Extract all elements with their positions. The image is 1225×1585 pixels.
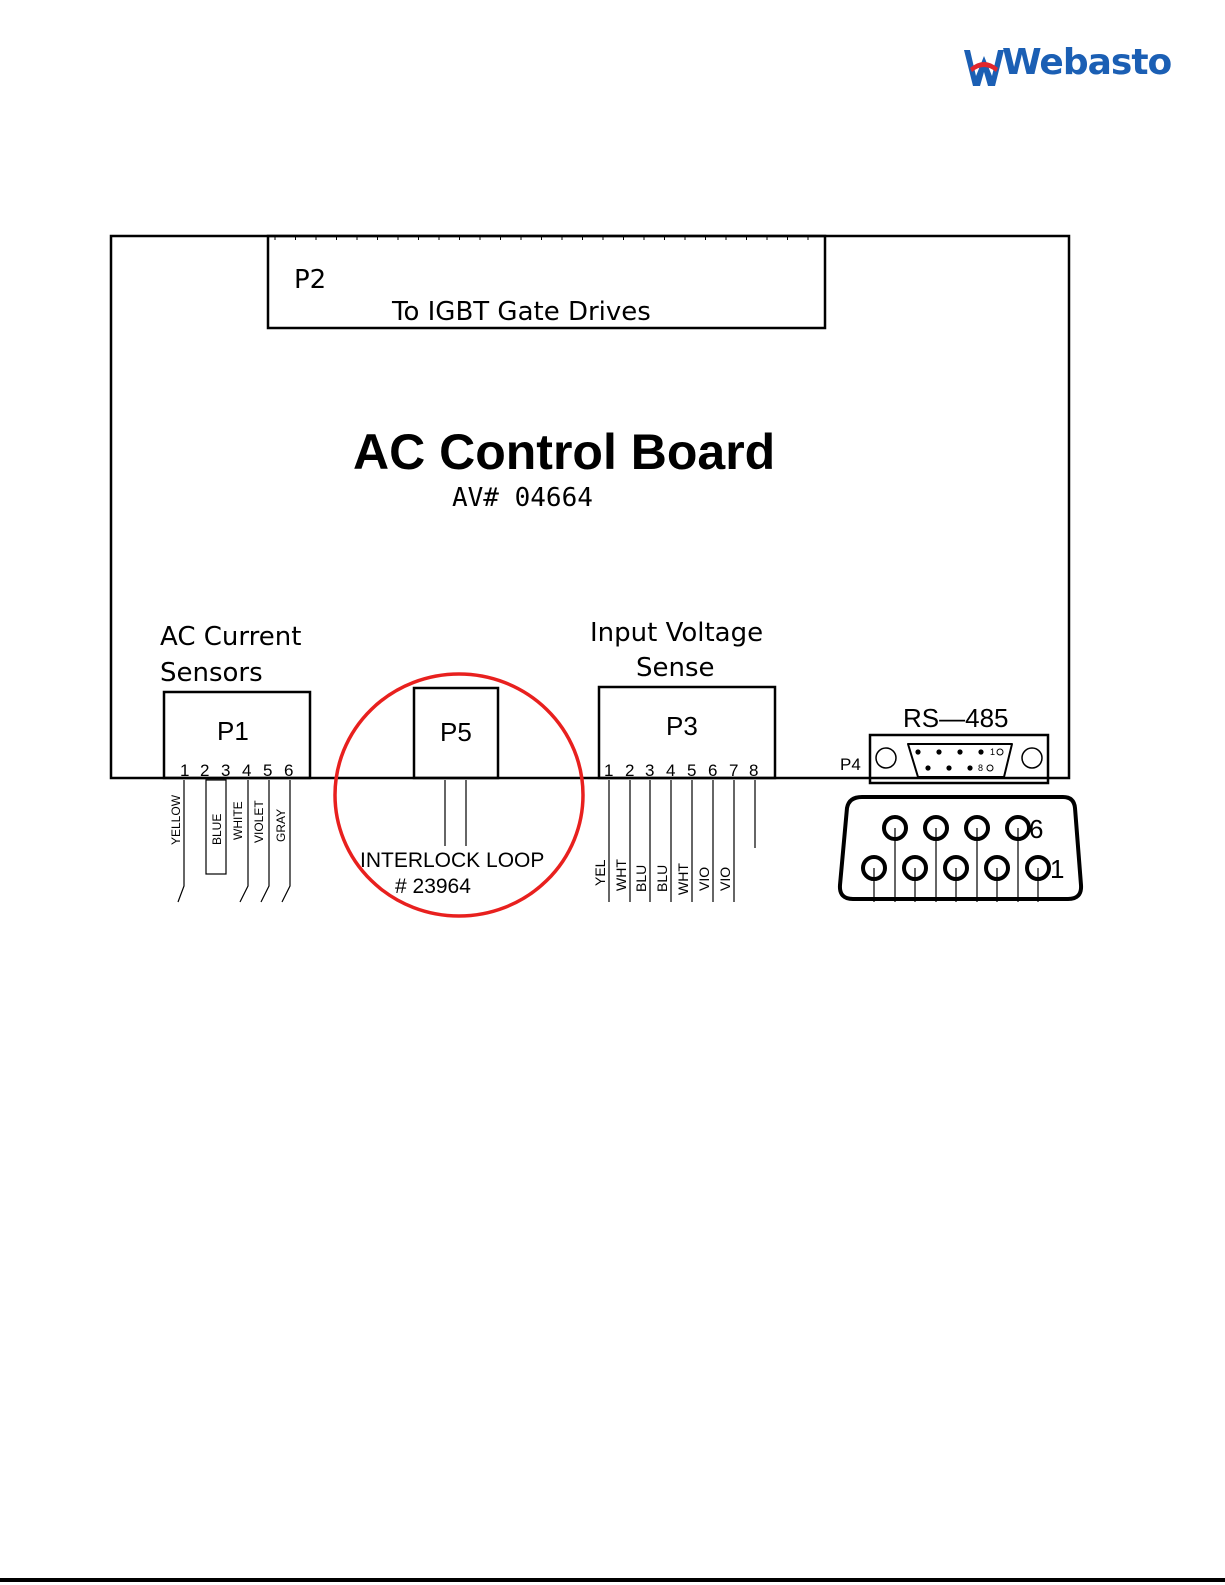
- p3-group-label-line1: Input Voltage: [590, 618, 763, 648]
- db9-pin-label-6: 6: [1029, 814, 1043, 844]
- p1-group-label-line1: AC Current: [160, 622, 301, 652]
- p1-pin-3: 3: [221, 761, 230, 780]
- p1-wire-label-blue: BLUE: [210, 814, 224, 845]
- board-part-number: AV# 04664: [452, 483, 593, 513]
- p3-wire-label-2: WHT: [613, 859, 629, 891]
- p3-pin-1: 1: [604, 761, 613, 780]
- p1-group-label-line2: Sensors: [160, 658, 263, 688]
- p3-pin-7: 7: [729, 761, 738, 780]
- p3-pin-3: 3: [645, 761, 654, 780]
- p1-pin-1: 1: [180, 761, 189, 780]
- p1-pin-4: 4: [242, 761, 251, 780]
- p1-wire-label-gray: GRAY: [274, 809, 288, 842]
- p3-pin-5: 5: [687, 761, 696, 780]
- board-title: AC Control Board: [353, 424, 775, 480]
- p1-wire-label-violet: VIOLET: [252, 800, 266, 843]
- p5-label: P5: [440, 717, 472, 747]
- p2-description: To IGBT Gate Drives: [391, 297, 651, 327]
- p5-callout-line1: INTERLOCK LOOP: [360, 849, 544, 872]
- db9-connector-face: 6 1: [840, 797, 1081, 902]
- p3-pin-4: 4: [666, 761, 675, 780]
- p1-label: P1: [217, 716, 249, 746]
- page-bottom-rule: [0, 1578, 1225, 1582]
- p1-pin-6: 6: [284, 761, 293, 780]
- p4-group-label: RS—485: [903, 703, 1009, 733]
- p1-pin-5: 5: [263, 761, 272, 780]
- p1-wire-label-white: WHITE: [231, 801, 245, 840]
- p3-wire-label-1: YEL: [592, 859, 608, 886]
- p4-connector: RS—485 P4 1 8: [840, 703, 1048, 783]
- p3-pin-2: 2: [625, 761, 634, 780]
- db9-pin-label-1: 1: [1050, 854, 1064, 884]
- p3-wire-label-5: WHT: [675, 863, 691, 895]
- p5-connector: P5 INTERLOCK LOOP # 23964: [360, 688, 544, 898]
- p1-pin-2: 2: [200, 761, 209, 780]
- p4-small-pin-top: 1: [990, 747, 995, 757]
- p5-callout-line2: # 23964: [395, 875, 471, 898]
- p3-wire-label-7: VIO: [717, 867, 733, 891]
- p3-label: P3: [666, 711, 698, 741]
- p4-label: P4: [840, 755, 861, 774]
- p3-wire-label-3: BLU: [633, 865, 649, 892]
- p4-small-pin-bottom: 8: [978, 763, 983, 773]
- p1-connector: AC Current Sensors P1 1 2 3 4 5 6: [160, 622, 310, 780]
- p3-wire-label-4: BLU: [654, 865, 670, 892]
- p3-pin-8: 8: [749, 761, 758, 780]
- p2-label: P2: [294, 265, 326, 295]
- p3-pin-6: 6: [708, 761, 717, 780]
- p1-wire-label-yellow: YELLOW: [169, 794, 183, 845]
- p2-connector: P2 To IGBT Gate Drives: [268, 236, 825, 328]
- p3-group-label-line2: Sense: [636, 653, 715, 683]
- p3-connector: Input Voltage Sense P3 1 2 3 4 5 6 7 8: [590, 618, 775, 780]
- p3-wire-label-6: VIO: [696, 867, 712, 891]
